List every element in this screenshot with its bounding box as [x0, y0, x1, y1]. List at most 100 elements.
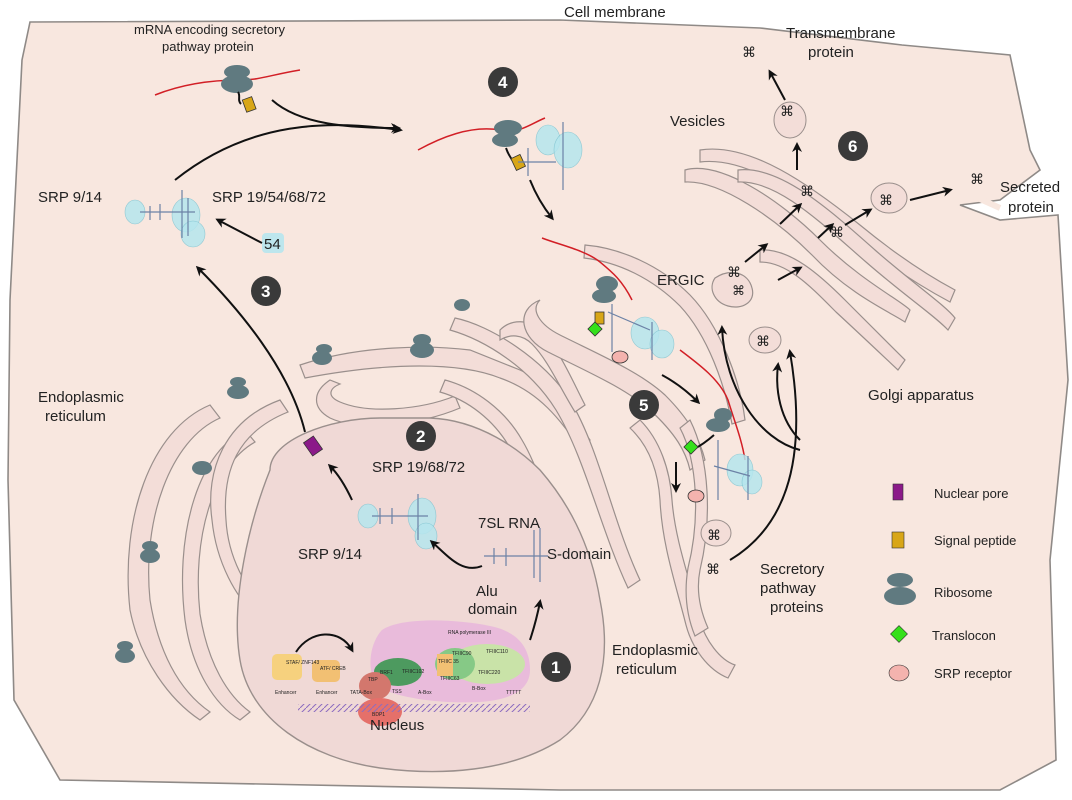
ribosome-complex-3 — [587, 276, 675, 364]
tbp-label: TBP — [368, 677, 378, 683]
svg-text:Nuclear pore: Nuclear pore — [934, 486, 1008, 501]
ergic-label: ERGIC — [657, 272, 705, 289]
7sl-rna-label: 7SL RNA — [478, 515, 540, 532]
srp-54-subunit — [262, 233, 284, 253]
tfiiic102-label: TFIIIC102 — [402, 669, 424, 675]
a-box-label: A-Box — [418, 690, 432, 696]
vesicles-label: Vesicles — [670, 113, 725, 130]
srp-complex-top — [124, 190, 206, 248]
srp-9-14-top-label: SRP 9/14 — [38, 189, 102, 206]
ribosome-complex-4 — [683, 408, 763, 503]
svg-text:⌘: ⌘ — [727, 264, 741, 280]
mrna-label: mRNA encoding secretory pathway protein — [134, 22, 286, 54]
cell-membrane-label: Cell membrane — [564, 4, 666, 21]
legend-item-signal-peptide: Signal peptide — [891, 531, 1016, 549]
tfiiic220-label: TFIIIC220 — [478, 670, 500, 676]
step-4-marker: 4 — [488, 67, 518, 97]
secretory-label-2: pathway — [760, 580, 816, 597]
svg-text:⌘: ⌘ — [970, 171, 984, 187]
secretion-opening — [958, 187, 1002, 211]
legend-item-ribosome: Ribosome — [884, 573, 993, 605]
step-6-marker: 6 — [838, 131, 868, 161]
promoter-labels: STAF/ ZNF143 ATF/ CREB Enhancer Enhancer… — [275, 630, 521, 718]
promoter-complex — [272, 620, 530, 726]
legend: Nuclear pore Signal peptide Ribosome Tra… — [884, 483, 1016, 682]
step-2-marker: 2 — [406, 421, 436, 451]
transmembrane-protein-label-1: Transmembrane — [786, 25, 895, 42]
svg-text:4: 4 — [498, 73, 508, 92]
bdp1-label: BDP1 — [372, 712, 385, 718]
er-right-label-2: reticulum — [616, 661, 677, 678]
tfiiic90-label: TFIIIC90 — [452, 651, 472, 657]
ergic-vesicle: ⌘ — [711, 271, 754, 308]
7sl-rna — [484, 528, 548, 582]
enhancer-factors-2-line: ATF/ CREB — [320, 666, 346, 672]
legend-item-translocon: Translocon — [890, 625, 996, 643]
process-arrows — [174, 69, 953, 641]
srp-19-68-72-label: SRP 19/68/72 — [372, 459, 465, 476]
svg-text:⌘: ⌘ — [707, 527, 721, 543]
alu-domain-label-1: Alu — [476, 583, 498, 600]
svg-text:⌘: ⌘ — [800, 183, 814, 199]
s-domain-label: S-domain — [547, 546, 611, 563]
brf1-label: BRF1 — [380, 670, 393, 676]
golgi-label: Golgi apparatus — [868, 387, 974, 404]
tfiiic63-label: TFIIIC63 — [440, 676, 460, 682]
alu-domain-label-2: domain — [468, 601, 517, 618]
svg-text:⌘: ⌘ — [756, 333, 770, 349]
svg-text:⌘: ⌘ — [706, 561, 720, 577]
svg-text:1: 1 — [551, 658, 560, 677]
svg-text:5: 5 — [639, 396, 648, 415]
protein-glyphs: ⌘ ⌘ ⌘ ⌘ ⌘ ⌘ — [706, 44, 984, 577]
enhancer-factors-1-line: STAF/ ZNF143 — [286, 660, 319, 666]
step-1-marker: 1 — [541, 652, 571, 682]
rna-pol-label: RNA polymerase III — [448, 630, 491, 636]
legend-item-srp-receptor: SRP receptor — [888, 664, 1012, 682]
srp-19-54-68-72-label: SRP 19/54/68/72 — [212, 189, 326, 206]
secreted-protein-label-1: Secreted — [1000, 179, 1060, 196]
srp-complex-nucleus — [357, 494, 438, 550]
er-left-label-2: reticulum — [45, 408, 106, 425]
ribosome-complex-2 — [492, 120, 583, 190]
svg-text:⌘: ⌘ — [742, 44, 756, 60]
nucleus-label: Nucleus — [370, 717, 424, 734]
secretory-label-3: proteins — [770, 599, 823, 616]
srp-54-label: 54 — [264, 236, 281, 253]
vesicles: ⌘ ⌘ ⌘ ⌘ — [700, 101, 908, 547]
ribosome-complex-1 — [221, 65, 257, 113]
svg-text:SRP receptor: SRP receptor — [934, 666, 1012, 681]
svg-text:Signal peptide: Signal peptide — [934, 533, 1016, 548]
svg-text:2: 2 — [416, 427, 425, 446]
step-markers: 1 2 3 4 5 6 — [251, 67, 868, 682]
step-3-marker: 3 — [251, 276, 281, 306]
svg-text:Ribosome: Ribosome — [934, 585, 993, 600]
b-box-label: B-Box — [472, 686, 486, 692]
er-left-label-1: Endoplasmic — [38, 389, 124, 406]
secretory-label-1: Secretory — [760, 561, 825, 578]
svg-text:⌘: ⌘ — [732, 283, 745, 298]
svg-text:Translocon: Translocon — [932, 628, 996, 643]
tfiiic35-label: TFIIIC 35 — [438, 659, 459, 665]
svg-text:6: 6 — [848, 137, 857, 156]
svg-text:⌘: ⌘ — [780, 103, 794, 119]
golgi-apparatus — [684, 148, 956, 371]
tata-box-label: TATA-Box — [350, 690, 372, 696]
transmembrane-protein-label-2: protein — [808, 44, 854, 61]
srp-9-14-bottom-label: SRP 9/14 — [298, 546, 362, 563]
ttttt-label: TTTTT — [506, 690, 521, 696]
step-5-marker: 5 — [629, 390, 659, 420]
mrna-label-2: pathway protein — [162, 39, 254, 54]
er-ribosomes — [115, 299, 470, 663]
tfiiic110-label: TFIIIC110 — [486, 649, 508, 655]
svg-text:⌘: ⌘ — [830, 224, 844, 240]
secreted-protein-label-2: protein — [1008, 199, 1054, 216]
legend-item-nuclear-pore: Nuclear pore — [892, 483, 1008, 501]
er-right-label-1: Endoplasmic — [612, 642, 698, 659]
nuclear-pore — [302, 435, 324, 457]
svg-text:3: 3 — [261, 282, 270, 301]
mrna-label-1: mRNA encoding secretory — [134, 22, 286, 37]
svg-text:⌘: ⌘ — [879, 192, 893, 208]
tss-label: TSS — [392, 689, 402, 695]
enhancer-2-label: Enhancer — [316, 690, 338, 696]
